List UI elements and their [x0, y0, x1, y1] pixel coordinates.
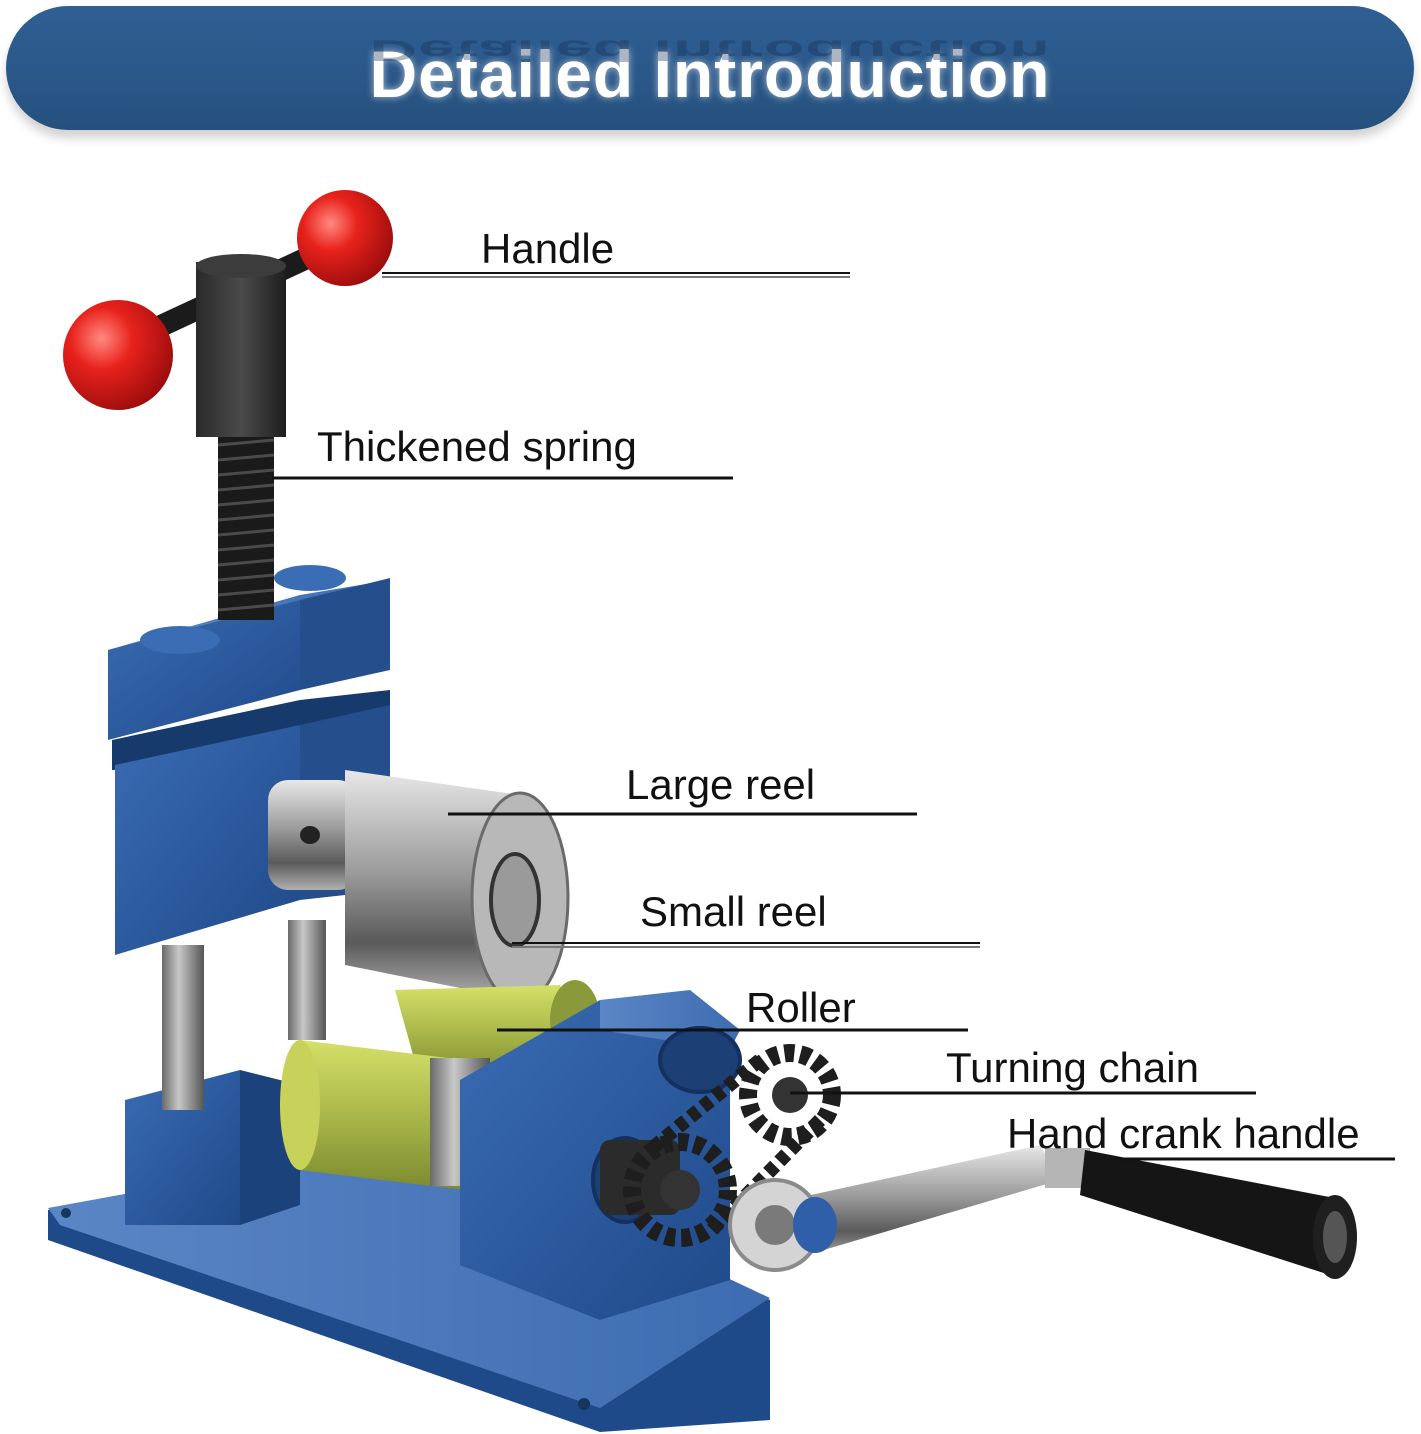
column-foot-block	[125, 1070, 300, 1225]
hand-crank	[728, 1145, 1357, 1279]
guide-posts	[162, 920, 326, 1110]
banner-title: Detailed Introduction	[369, 37, 1051, 111]
red-knob-right	[297, 190, 393, 286]
t-handle	[63, 190, 393, 437]
rolling-machine-illustration	[48, 190, 1395, 1432]
large-reel	[268, 770, 570, 1005]
label-small-reel: Small reel	[640, 888, 827, 935]
label-hand-crank-handle: Hand crank handle	[1007, 1110, 1360, 1157]
label-large-reel: Large reel	[626, 761, 816, 808]
label-handle: Handle	[481, 225, 615, 272]
label-thickened-spring: Thickened spring	[317, 423, 637, 470]
leader-lines	[272, 272, 1395, 1161]
label-roller: Roller	[746, 984, 856, 1031]
red-knob-left	[63, 300, 173, 410]
title-banner: Detailed Introduction Detailed Introduct…	[6, 6, 1414, 130]
thickened-spring-screw	[217, 430, 275, 620]
label-turning-chain: Turning chain	[946, 1044, 1199, 1091]
turning-chain	[600, 1044, 841, 1247]
